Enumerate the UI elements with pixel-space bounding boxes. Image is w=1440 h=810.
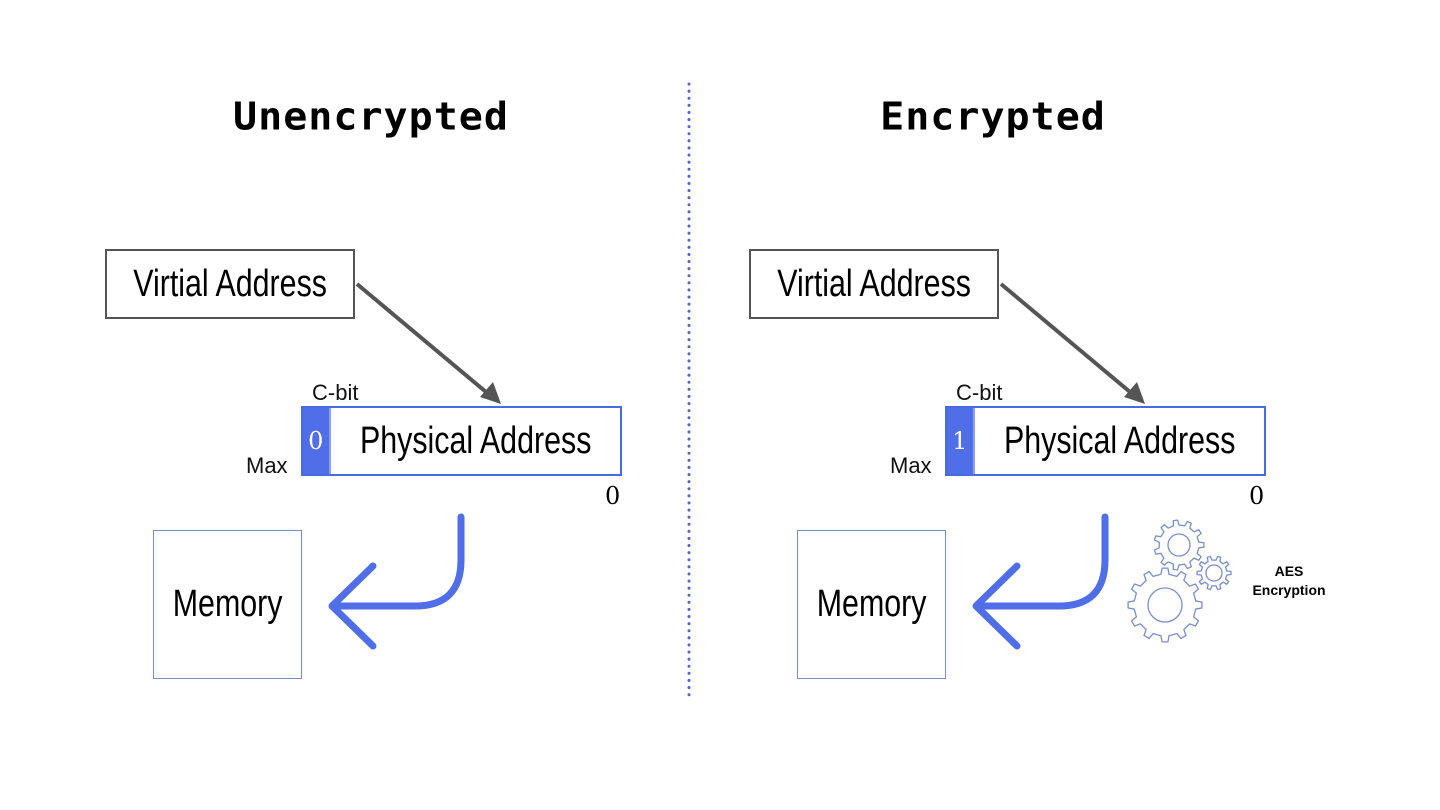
physical-address-label: Physical Address <box>359 419 592 462</box>
virtual-address-label: Virtial Address <box>777 262 971 305</box>
cbit-cell: 1 <box>947 408 975 474</box>
gear-small-icon <box>1196 555 1232 591</box>
cbit-cell: 0 <box>303 408 331 474</box>
virtual-address-box: Virtial Address <box>105 249 355 319</box>
zero-label: 0 <box>1249 482 1265 510</box>
panel-title: Unencrypted <box>233 95 509 139</box>
virtual-address-box: Virtial Address <box>749 249 999 319</box>
physical-address-register: 1 Physical Address <box>945 406 1266 476</box>
gears-icon <box>1127 519 1232 643</box>
max-label: Max <box>246 453 288 478</box>
va-to-pa-arrow-left <box>355 282 501 404</box>
physical-address-cell: Physical Address <box>331 408 620 474</box>
pa-to-memory-arrow-left <box>328 513 465 650</box>
aes-label-line1: AES <box>1274 563 1304 579</box>
zero-label: 0 <box>605 482 621 510</box>
physical-address-cell: Physical Address <box>975 408 1264 474</box>
memory-label: Memory <box>172 583 283 625</box>
physical-address-register: 0 Physical Address <box>301 406 622 476</box>
gear-large-icon <box>1127 567 1203 643</box>
panel-title: Encrypted <box>880 95 1106 139</box>
aes-label-line2: Encryption <box>1252 582 1326 598</box>
pa-to-memory-arrow-right <box>972 513 1109 650</box>
max-label: Max <box>890 453 932 478</box>
cbit-label: C-bit <box>956 380 1003 405</box>
gear-medium-icon <box>1153 519 1205 571</box>
cbit-label: C-bit <box>312 380 359 405</box>
physical-address-label: Physical Address <box>1003 419 1236 462</box>
va-to-pa-arrow-right <box>999 282 1145 404</box>
aes-encryption-label: AES Encryption <box>1239 562 1339 600</box>
memory-box: Memory <box>153 530 302 679</box>
virtual-address-label: Virtial Address <box>133 262 327 305</box>
memory-label: Memory <box>816 583 927 625</box>
memory-box: Memory <box>797 530 946 679</box>
